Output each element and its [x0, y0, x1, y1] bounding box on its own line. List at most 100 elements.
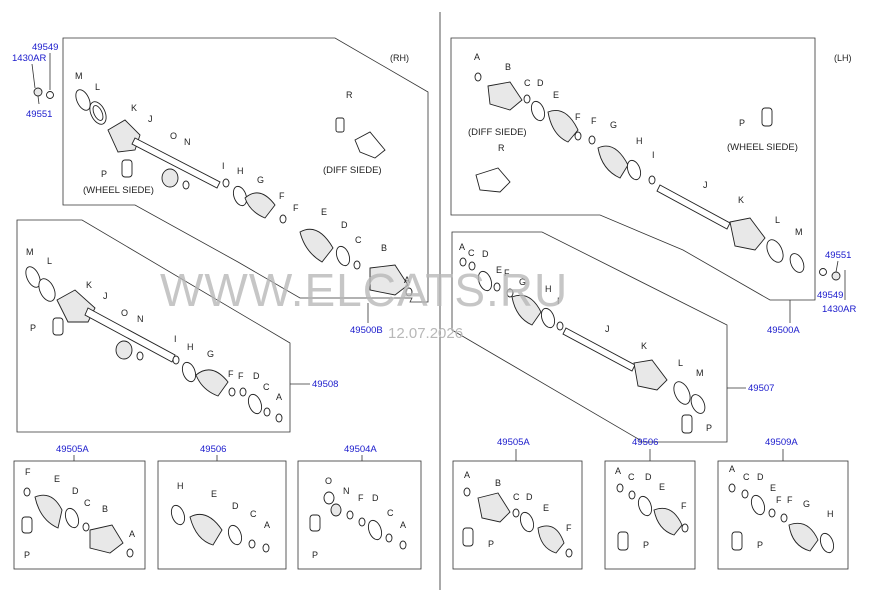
svg-text:D: D	[253, 371, 260, 381]
svg-text:F: F	[776, 495, 782, 505]
box-49506-left	[157, 460, 287, 570]
svg-text:L: L	[47, 256, 52, 266]
pn-1430ar-right[interactable]: 1430AR	[822, 304, 856, 315]
svg-text:L: L	[95, 82, 100, 92]
svg-text:J: J	[703, 180, 708, 190]
svg-text:G: G	[519, 277, 526, 287]
svg-text:E: E	[496, 265, 502, 275]
svg-text:R: R	[346, 90, 353, 100]
letters-49500b: M L K J O N P R I H G F F E D C B A	[75, 71, 410, 285]
svg-text:E: E	[553, 90, 559, 100]
svg-text:A: A	[276, 392, 282, 402]
svg-text:I: I	[222, 161, 225, 171]
svg-text:K: K	[86, 280, 92, 290]
rh-label: (RH)	[390, 53, 409, 63]
svg-text:C: C	[355, 235, 362, 245]
svg-text:A: A	[459, 242, 465, 252]
svg-text:D: D	[72, 486, 79, 496]
pn-49505a-right[interactable]: 49505A	[497, 437, 530, 448]
svg-text:E: E	[211, 489, 217, 499]
pn-49551-left[interactable]: 49551	[26, 109, 52, 120]
letters-49509a: A C D E F F G H P	[729, 464, 834, 550]
svg-text:E: E	[543, 503, 549, 513]
svg-text:A: A	[615, 466, 621, 476]
svg-text:A: A	[729, 464, 735, 474]
svg-text:P: P	[101, 169, 107, 179]
svg-text:G: G	[803, 499, 810, 509]
svg-text:K: K	[738, 195, 744, 205]
svg-text:G: G	[207, 349, 214, 359]
svg-text:C: C	[524, 78, 531, 88]
caption-diff-side-rh: (DIFF SIEDE)	[323, 165, 382, 176]
svg-text:F: F	[358, 493, 364, 503]
svg-text:H: H	[636, 136, 643, 146]
svg-text:N: N	[184, 137, 191, 147]
svg-text:I: I	[557, 296, 560, 306]
svg-text:I: I	[652, 150, 655, 160]
watermark-text: WWW.ELCATS.RU	[160, 264, 568, 316]
svg-text:H: H	[177, 481, 184, 491]
letters-49506-right: A C D E F P	[615, 466, 687, 550]
svg-text:C: C	[263, 382, 270, 392]
letters-49508: M L K J O N P I H G F F D C A	[26, 247, 282, 402]
pn-49509a[interactable]: 49509A	[765, 437, 798, 448]
svg-text:P: P	[739, 118, 745, 128]
pn-49506-left[interactable]: 49506	[200, 444, 226, 455]
letters-49506-left: H E D C A	[177, 481, 270, 530]
pn-49549-left[interactable]: 49549	[32, 42, 58, 53]
svg-text:M: M	[26, 247, 34, 257]
svg-text:C: C	[743, 472, 750, 482]
pn-49506-right[interactable]: 49506	[632, 437, 658, 448]
svg-text:M: M	[75, 71, 83, 81]
assembly-49500a	[474, 72, 805, 273]
nut-washer-left	[31, 53, 54, 105]
parts-49506-right	[616, 483, 689, 551]
assembly-49508	[25, 266, 283, 423]
pn-49500a[interactable]: 49500A	[767, 325, 800, 336]
pn-49549-right[interactable]: 49549	[817, 290, 843, 301]
svg-text:D: D	[482, 249, 489, 259]
svg-text:A: A	[404, 275, 410, 285]
pn-49507[interactable]: 49507	[748, 383, 774, 394]
svg-text:F: F	[504, 268, 510, 278]
svg-text:H: H	[827, 509, 834, 519]
box-49505a-left	[13, 460, 146, 570]
svg-text:F: F	[591, 116, 597, 126]
svg-text:P: P	[488, 539, 494, 549]
letters-49505a-right: A B C D E F P	[464, 470, 572, 549]
svg-text:H: H	[545, 284, 552, 294]
svg-text:E: E	[659, 482, 665, 492]
svg-text:H: H	[187, 342, 194, 352]
svg-text:O: O	[325, 476, 332, 486]
svg-text:K: K	[131, 103, 137, 113]
pn-49508[interactable]: 49508	[312, 379, 338, 390]
svg-text:L: L	[678, 358, 683, 368]
pn-49551-right[interactable]: 49551	[825, 250, 851, 261]
svg-text:F: F	[25, 467, 31, 477]
watermark-date: 12.07.2026	[388, 325, 463, 342]
svg-text:F: F	[566, 523, 572, 533]
svg-text:E: E	[770, 483, 776, 493]
pn-49504a[interactable]: 49504A	[344, 444, 377, 455]
svg-text:A: A	[264, 520, 270, 530]
pn-49505a-left[interactable]: 49505A	[56, 444, 89, 455]
letters-49504a: O N F D C A P	[312, 476, 406, 560]
parts-49506-left	[170, 504, 270, 553]
box-49504a	[297, 460, 422, 570]
svg-text:A: A	[129, 529, 135, 539]
parts-49509a	[728, 483, 835, 554]
svg-text:K: K	[641, 341, 647, 351]
svg-text:D: D	[341, 220, 348, 230]
svg-text:D: D	[757, 472, 764, 482]
svg-text:P: P	[30, 323, 36, 333]
svg-text:B: B	[102, 504, 108, 514]
parts-49505a-left	[21, 487, 134, 558]
svg-text:F: F	[238, 371, 244, 381]
lh-label: (LH)	[834, 53, 852, 63]
svg-text:C: C	[250, 509, 257, 519]
pn-49500b[interactable]: 49500B	[350, 325, 383, 336]
pn-1430ar-left[interactable]: 1430AR	[12, 53, 46, 64]
svg-text:J: J	[605, 324, 610, 334]
panel-49500b	[62, 37, 429, 303]
